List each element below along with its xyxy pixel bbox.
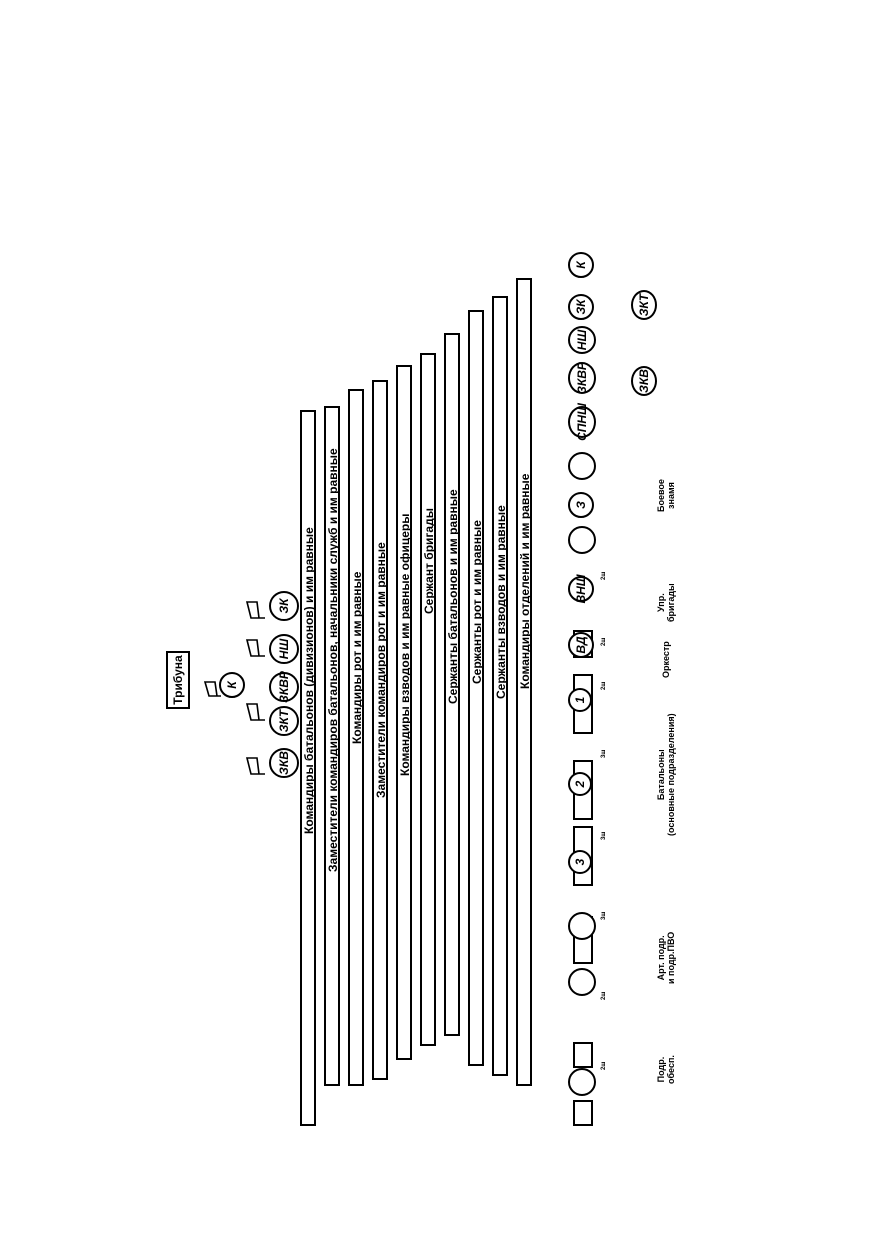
right-group-label: ЗКВ — [637, 369, 651, 393]
spacing-label: 3ш — [601, 831, 607, 840]
rank-bar-2: Заместители командиров батальонов, начал… — [324, 406, 340, 1086]
battalion-number: 2 — [573, 780, 587, 788]
battalion-number: 3 — [573, 858, 587, 866]
right-group-label: ЗКВР — [575, 362, 589, 394]
right-zkt-circle: ЗКТ — [631, 290, 657, 320]
group-label-line: Упр. — [656, 593, 666, 612]
flag-icon — [245, 639, 265, 657]
z-label: З — [574, 501, 588, 509]
right-group-label: НШ — [575, 329, 589, 351]
battalion-3-circle: 3 — [568, 850, 592, 874]
prohibition-circle — [568, 526, 596, 554]
vd-label: ВД — [574, 636, 588, 654]
battalions-group-label: Батальоны (основные подразделения) — [656, 713, 677, 836]
rank-bar-label: Заместители командиров батальонов, начал… — [326, 448, 340, 872]
right-zkv-circle: ЗКВ — [631, 366, 657, 396]
group-label-line: и подр.ПВО — [666, 931, 677, 984]
spacing-label: 2ш — [601, 571, 607, 580]
tribune-box: Трибуна — [166, 651, 190, 709]
z-circle: З — [568, 492, 594, 518]
group-label-line: (основные подразделения) — [666, 713, 677, 836]
rank-bar-label: Заместители командиров рот и им равные — [374, 542, 388, 798]
spacing-label: 2ш — [601, 991, 607, 1000]
banner-group-label: Боевое знамя — [656, 479, 677, 512]
group-label-line: Подр. — [656, 1056, 666, 1083]
rank-bar-label: Командиры отделений и им равные — [518, 473, 532, 689]
commander-label: ЗКВ — [277, 751, 291, 775]
flag-icon — [245, 757, 265, 775]
rank-bar-label: Командиры рот и им равные — [350, 571, 364, 744]
artillery-circle-2 — [568, 912, 596, 940]
commander-label: ЗКТ — [277, 709, 291, 733]
right-zkvr-circle: ЗКВР — [568, 362, 596, 394]
group-label-line: Боевое — [656, 479, 666, 512]
group-label-line: Батальоны — [656, 749, 666, 801]
flag-icon — [203, 681, 221, 697]
vnsh-circle: ВНШ — [568, 574, 594, 604]
support-group-label: Подр. обесп. — [656, 1055, 677, 1084]
commander-label: ЗК — [277, 598, 291, 614]
battalion-2-circle: 2 — [568, 772, 592, 796]
right-k-circle: К — [568, 252, 594, 278]
spacing-label: 3ш — [601, 911, 607, 920]
spnsh-circle: СПНШ — [568, 403, 596, 441]
orchestra-group-label: Оркестр — [661, 641, 671, 678]
rank-bar-label: Сержанты рот и им равные — [470, 520, 484, 684]
rank-bar-9: Сержанты взводов и им равные — [492, 296, 508, 1076]
spacing-label: 3ш — [601, 749, 607, 758]
vnsh-label: ВНШ — [574, 574, 588, 604]
commander-circle-nsh: НШ — [269, 634, 299, 664]
rank-bar-7: Сержанты батальонов и им равные — [444, 333, 460, 1036]
rank-bar-label: Командиры взводов и им равные офицеры — [398, 513, 412, 776]
group-label-line: бригады — [666, 583, 677, 622]
command-group-label: Упр. бригады — [656, 583, 677, 622]
commander-circle-zkvr: ЗКВР — [269, 671, 299, 703]
right-zk-circle: ЗК — [568, 294, 594, 320]
rank-bar-label: Сержанты взводов и им равные — [494, 505, 508, 699]
rank-bar-label: Сержант бригады — [422, 508, 436, 614]
battalion-1-circle: 1 — [568, 688, 592, 712]
group-label-line: обесп. — [666, 1055, 677, 1084]
rank-bar-1: Командиры батальонов (дивизионов) и им р… — [300, 410, 316, 1126]
rank-bar-10: Командиры отделений и им равные — [516, 278, 532, 1086]
commander-label: ЗКВР — [277, 671, 291, 703]
rank-bar-label: Сержанты батальонов и им равные — [446, 489, 460, 704]
group-label-line: Оркестр — [661, 641, 671, 678]
rank-bar-8: Сержанты рот и им равные — [468, 310, 484, 1066]
artillery-circle — [568, 968, 596, 996]
rank-bar-label: Командиры батальонов (дивизионов) и им р… — [302, 527, 316, 834]
prohibition-circle-2 — [568, 452, 596, 480]
spacing-label: 2ш — [601, 1061, 607, 1070]
right-group-label: К — [574, 261, 588, 269]
flag-icon — [245, 601, 265, 619]
support-rect — [573, 1100, 593, 1126]
tribune-label: Трибуна — [171, 655, 185, 705]
flag-icon — [245, 703, 265, 721]
group-label-line: знамя — [666, 482, 677, 509]
rank-bar-3: Командиры рот и им равные — [348, 389, 364, 1086]
support-rect-2 — [573, 1042, 593, 1068]
group-label-line: Арт. подр. — [656, 935, 666, 981]
commander-circle-zkt: ЗКТ — [269, 706, 299, 736]
rank-bar-6: Сержант бригады — [420, 353, 436, 1046]
spacing-label: 2ш — [601, 681, 607, 690]
commander-label: НШ — [277, 638, 291, 660]
rank-bar-5: Командиры взводов и им равные офицеры — [396, 365, 412, 1060]
rank-bar-4: Заместители командиров рот и им равные — [372, 380, 388, 1080]
right-group-label: ЗК — [574, 299, 588, 315]
spnsh-label: СПНШ — [575, 403, 589, 441]
commander-circle-zkv: ЗКВ — [269, 748, 299, 778]
right-nsh-circle: НШ — [568, 326, 596, 354]
commander-circle-zk: ЗК — [269, 591, 299, 621]
commander-k-label: К — [225, 681, 239, 689]
artillery-group-label: Арт. подр. и подр.ПВО — [656, 932, 677, 984]
vd-circle: ВД — [568, 632, 594, 658]
battalion-number: 1 — [573, 696, 587, 704]
support-circle — [568, 1068, 596, 1096]
commander-circle-k: К — [219, 672, 245, 698]
spacing-label: 2ш — [601, 637, 607, 646]
right-group-label: ЗКТ — [637, 293, 651, 317]
